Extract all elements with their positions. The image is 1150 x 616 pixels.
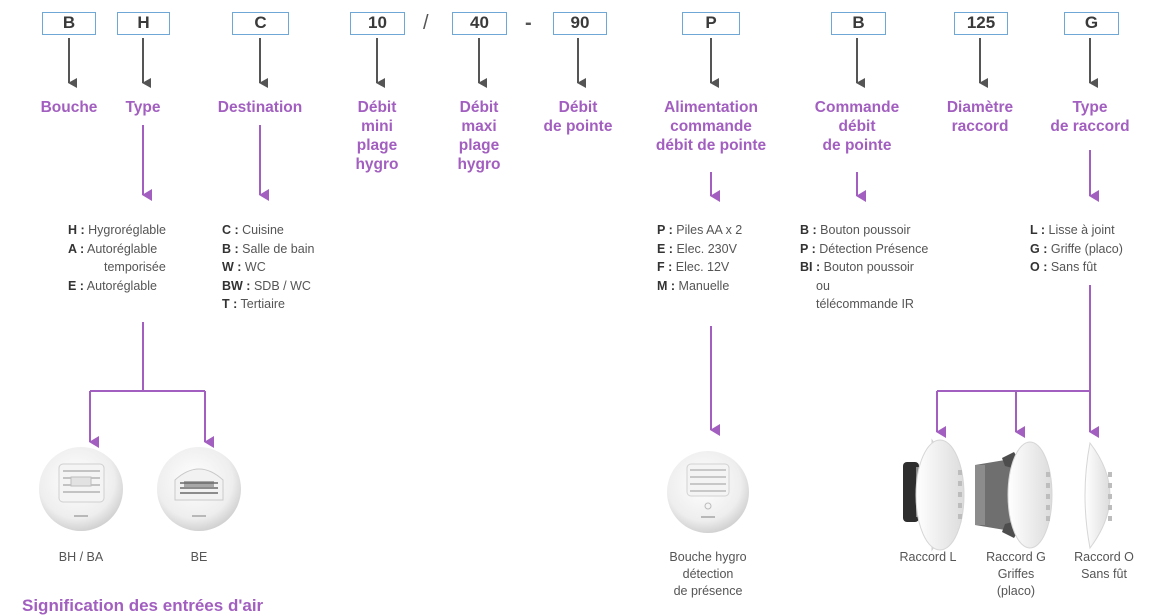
option-item: O : Sans fût: [1030, 260, 1097, 274]
options-raccord: L : Lisse à joint G : Griffe (placo) O :…: [1030, 221, 1123, 277]
code-box-type-raccord: G: [1064, 12, 1119, 35]
code-box-diametre: 125: [954, 12, 1008, 35]
separator-dash: -: [525, 12, 532, 34]
caption-raccord-g: Raccord G Griffes (placo): [986, 550, 1046, 598]
raccord-o-image: [1084, 441, 1112, 550]
option-item: B : Salle de bain: [222, 241, 315, 256]
options-destination: C : Cuisine B : Salle de bain W : WC BW …: [222, 221, 314, 314]
option-item: B : Bouton poussoir: [800, 223, 911, 237]
option-item: P : Piles AA x 2: [657, 223, 743, 237]
option-item-continuation: ou: [816, 278, 830, 293]
heading-destination: Destination: [217, 99, 303, 116]
option-item: L : Lisse à joint: [1030, 223, 1115, 237]
code-box-alimentation: P: [682, 12, 740, 35]
option-item-continuation: temporisée: [104, 260, 166, 274]
heading-debit-maxi: Débit maxi plage hygro: [457, 99, 501, 173]
caption-raccord-o: Raccord O Sans fût: [1074, 550, 1134, 581]
heading-bouche: Bouche: [40, 99, 98, 116]
heading-type-raccord: Type de raccord: [1050, 99, 1130, 135]
code-arrows: [68, 38, 1098, 88]
heading-commande: Commande débit de pointe: [814, 99, 900, 154]
option-item: F : Elec. 12V: [657, 260, 730, 274]
option-item-continuation: télécommande IR: [816, 297, 914, 311]
code-box-destination: C: [232, 12, 289, 35]
section-title: Signification des entrées d'air: [22, 596, 264, 615]
heading-type: Type: [125, 99, 161, 116]
options-type: H : Hygroréglable A : Autoréglable tempo…: [68, 221, 166, 295]
option-item: M : Manuelle: [657, 278, 730, 293]
caption-bh-ba: BH / BA: [58, 550, 104, 564]
separator-slash: /: [423, 12, 429, 34]
option-item: BW : SDB / WC: [222, 278, 311, 293]
code-box-debit-maxi: 40: [452, 12, 507, 35]
caption-hygro-presence: Bouche hygro détection de présence: [669, 550, 747, 598]
option-item: G : Griffe (placo): [1030, 241, 1123, 256]
bh-ba-vent-image: [39, 447, 123, 531]
code-box-commande: B: [831, 12, 886, 35]
code-box-bouche: B: [42, 12, 96, 35]
branch-type-products: [90, 322, 205, 392]
option-item: P : Détection Présence: [800, 241, 929, 256]
hygro-presence-vent-image: [667, 451, 749, 533]
options-alimentation: P : Piles AA x 2 E : Elec. 230V F : Elec…: [657, 221, 742, 295]
heading-alimentation: Alimentation commande débit de pointe: [655, 99, 767, 154]
option-item: W : WC: [222, 260, 266, 274]
option-item: H : Hygroréglable: [68, 223, 166, 237]
option-item: E : Elec. 230V: [657, 241, 737, 256]
option-item: T : Tertiaire: [222, 297, 285, 311]
options-commande: B : Bouton poussoir P : Détection Présen…: [800, 221, 928, 314]
be-vent-image: [157, 447, 241, 531]
caption-be: BE: [190, 550, 208, 564]
caption-raccord-l: Raccord L: [899, 550, 957, 564]
heading-debit-mini: Débit mini plage hygro: [355, 99, 399, 173]
heading-diametre: Diamètre raccord: [946, 99, 1014, 135]
branch-raccord-products: [937, 285, 1091, 392]
code-box-debit-mini: 10: [350, 12, 405, 35]
heading-debit-pointe: Débit de pointe: [543, 99, 613, 135]
option-item: BI : Bouton poussoir: [800, 260, 914, 274]
option-item: A : Autoréglable: [68, 241, 158, 256]
code-box-type: H: [117, 12, 170, 35]
code-box-debit-pointe: 90: [553, 12, 607, 35]
raccord-g-image: [975, 441, 1053, 549]
option-item: E : Autoréglable: [68, 278, 157, 293]
option-arrows: [89, 125, 1099, 448]
raccord-l-image: [903, 438, 965, 552]
option-item: C : Cuisine: [222, 223, 284, 237]
